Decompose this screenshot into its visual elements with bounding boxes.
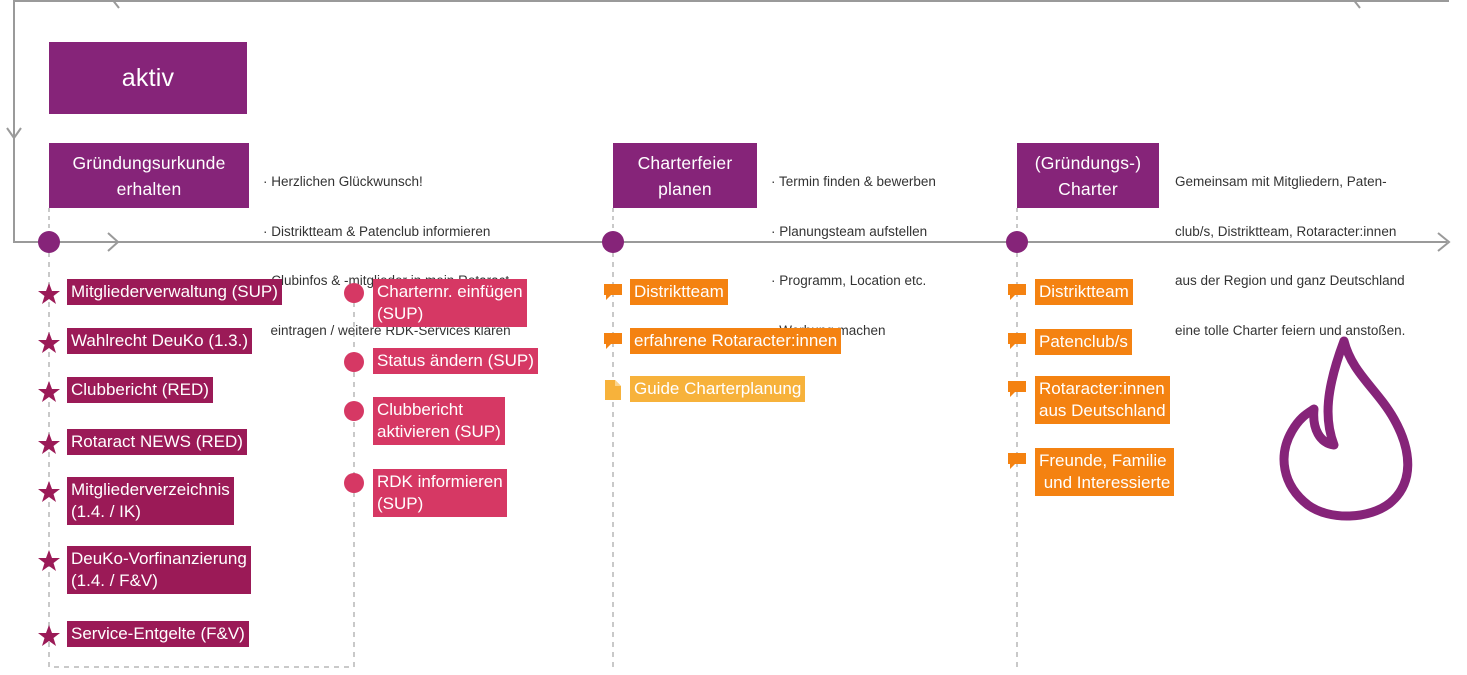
note-line: · Distriktteam & Patenclub informieren bbox=[263, 223, 491, 239]
note-line: aus der Region und ganz Deutschland bbox=[1175, 273, 1405, 288]
star-item-3: Clubbericht (RED) bbox=[67, 377, 213, 403]
star-item-2: Wahlrecht DeuKo (1.3.) bbox=[67, 328, 252, 354]
milestone-dot-3 bbox=[1006, 231, 1028, 253]
phase-gruendungsurkunde: Gründungsurkunde erhalten bbox=[49, 143, 249, 208]
speech-bubble-icon bbox=[1008, 381, 1026, 397]
star-item-4: Rotaract NEWS (RED) bbox=[67, 429, 247, 455]
speech-bubble-icon bbox=[1008, 284, 1026, 300]
note-line: · Planungsteam aufstellen bbox=[771, 223, 928, 239]
charter-item-4: Freunde, Familie und Interessierte bbox=[1035, 448, 1175, 496]
star-icon bbox=[38, 332, 60, 353]
charterfeier-item-2: erfahrene Rotaracter:innen bbox=[630, 328, 842, 354]
flame-icon bbox=[1279, 336, 1413, 521]
note-line: Gemeinsam mit Mitgliedern, Paten- bbox=[1175, 174, 1387, 189]
chevron-right-icon bbox=[107, 232, 120, 252]
charter-item-2: Patenclub/s bbox=[1035, 329, 1132, 355]
star-icon bbox=[38, 550, 60, 571]
star-icon bbox=[38, 381, 60, 402]
stage-label: aktiv bbox=[49, 42, 247, 114]
charter-item-1: Distriktteam bbox=[1035, 279, 1133, 305]
circle-item-4: RDK informieren (SUP) bbox=[373, 469, 507, 517]
star-item-7: Service-Entgelte (F&V) bbox=[67, 621, 249, 647]
star-icon bbox=[38, 283, 60, 304]
star-item-6: DeuKo-Vorfinanzierung (1.4. / F&V) bbox=[67, 546, 251, 594]
circle-icon bbox=[344, 352, 364, 372]
note-line: club/s, Distriktteam, Rotaracter:innen bbox=[1175, 223, 1397, 239]
speech-bubble-icon bbox=[604, 333, 622, 349]
note-line: eine tolle Charter feiern und anstoßen. bbox=[1175, 322, 1406, 338]
phase-notes-3: Gemeinsam mit Mitgliedern, Paten- club/s… bbox=[1175, 141, 1405, 356]
circle-item-2: Status ändern (SUP) bbox=[373, 348, 538, 374]
circle-icon bbox=[344, 283, 364, 303]
note-line: · Programm, Location etc. bbox=[771, 273, 927, 288]
phase-charter: (Gründungs-) Charter bbox=[1017, 143, 1159, 208]
note-line: · Termin finden & bewerben bbox=[771, 174, 936, 189]
main-timeline bbox=[13, 137, 1447, 243]
circle-item-3: Clubbericht aktivieren (SUP) bbox=[373, 397, 505, 445]
charterfeier-item-1: Distriktteam bbox=[630, 279, 728, 305]
charterfeier-item-3: Guide Charterplanung bbox=[630, 376, 806, 402]
note-line: · Herzlichen Glückwunsch! bbox=[263, 174, 423, 189]
speech-bubble-icon bbox=[1008, 333, 1026, 349]
milestone-dot-2 bbox=[602, 231, 624, 253]
frame-top-line bbox=[13, 0, 1449, 137]
circle-icon bbox=[344, 473, 364, 493]
circle-icon bbox=[344, 401, 364, 421]
star-icon bbox=[38, 481, 60, 502]
charter-item-3: Rotaracter:innen aus Deutschland bbox=[1035, 376, 1170, 424]
phase-notes-2: · Termin finden & bewerben · Planungstea… bbox=[771, 141, 936, 356]
star-icon bbox=[38, 433, 60, 454]
document-icon bbox=[605, 380, 621, 400]
milestone-dot-1 bbox=[38, 231, 60, 253]
circle-item-1: Charternr. einfügen (SUP) bbox=[373, 279, 527, 327]
phase-charterfeier: Charterfeier planen bbox=[613, 143, 757, 208]
star-icon bbox=[38, 625, 60, 646]
speech-bubble-icon bbox=[604, 284, 622, 300]
star-item-5: Mitgliederverzeichnis (1.4. / IK) bbox=[67, 477, 234, 525]
arrow-right-icon bbox=[1437, 232, 1451, 252]
star-item-1: Mitgliederverwaltung (SUP) bbox=[67, 279, 282, 305]
speech-bubble-icon bbox=[1008, 453, 1026, 469]
